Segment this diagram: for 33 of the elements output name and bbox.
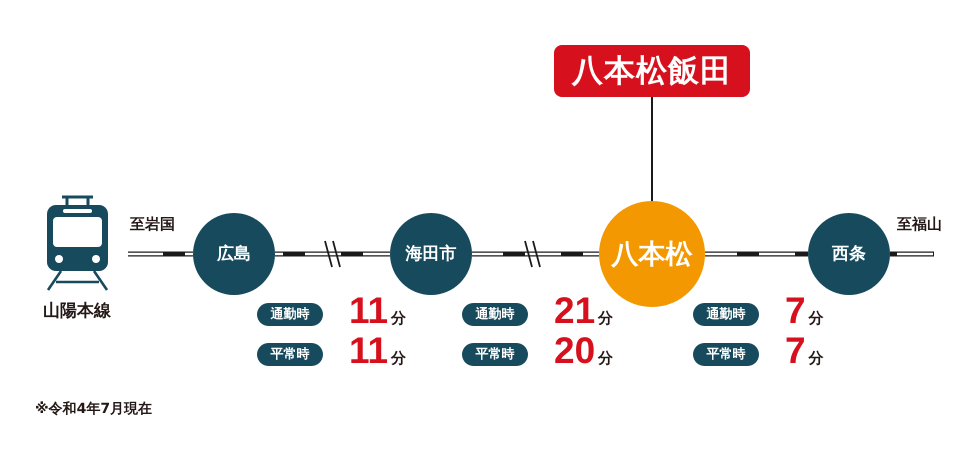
station-sign: 八本松飯田 <box>554 45 750 97</box>
rail-line <box>472 252 599 256</box>
rail-line <box>705 252 808 256</box>
connector-line <box>651 97 653 201</box>
rail-line <box>275 252 390 256</box>
line-name: 山陽本線 <box>43 303 111 320</box>
time-badge: 平常時 <box>693 343 759 366</box>
station-circle: 八本松 <box>599 201 705 307</box>
time-badge: 通勤時 <box>462 303 528 326</box>
travel-minutes: 7 <box>785 332 806 369</box>
time-badge: 平常時 <box>257 343 323 366</box>
minute-unit: 分 <box>808 351 824 366</box>
minute-unit: 分 <box>391 311 406 326</box>
travel-minutes: 20 <box>554 332 596 369</box>
station-circle: 広島 <box>193 213 275 295</box>
minute-unit: 分 <box>808 311 824 326</box>
travel-minutes: 21 <box>554 292 596 329</box>
direction-label: 至福山 <box>897 217 942 232</box>
travel-minutes: 11 <box>349 332 388 369</box>
footnote: ※令和4年7月現在 <box>35 402 152 416</box>
travel-minutes: 11 <box>349 292 388 329</box>
rail-line <box>128 252 193 256</box>
time-badge: 通勤時 <box>257 303 323 326</box>
minute-unit: 分 <box>598 311 614 326</box>
rail-line <box>890 252 934 256</box>
travel-minutes: 7 <box>785 292 806 329</box>
time-badge: 通勤時 <box>693 303 759 326</box>
minute-unit: 分 <box>391 351 406 366</box>
direction-label: 至岩国 <box>130 217 175 232</box>
time-badge: 平常時 <box>462 343 528 366</box>
station-circle: 西条 <box>808 213 890 295</box>
station-circle: 海田市 <box>390 213 472 295</box>
minute-unit: 分 <box>598 351 614 366</box>
